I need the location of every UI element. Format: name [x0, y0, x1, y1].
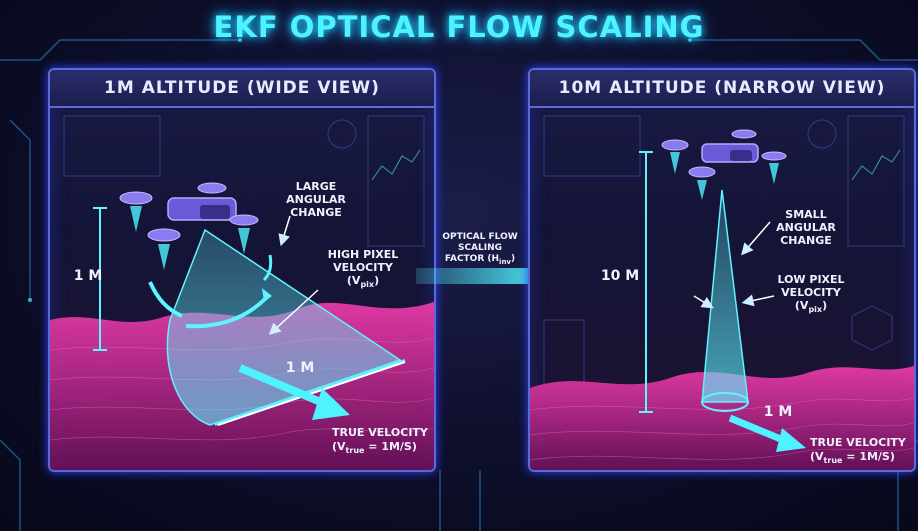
drone-icon	[119, 182, 259, 270]
altitude-label: 10 M	[600, 268, 640, 284]
true-velocity-arrow	[728, 414, 790, 446]
right-panel-title: 10M ALTITUDE (NARROW VIEW)	[530, 70, 914, 108]
left-panel-title: 1M ALTITUDE (WIDE VIEW)	[50, 70, 434, 108]
true-velocity-arrow	[238, 364, 332, 410]
pixel-velocity-label: HIGH PIXEL VELOCITY	[327, 248, 399, 274]
pixel-velocity-symbol: (Vpix)	[794, 299, 828, 315]
pixel-velocity-label: LOW PIXEL VELOCITY	[777, 273, 845, 299]
wide-view-beam	[166, 228, 402, 426]
narrow-view-beam	[701, 189, 749, 403]
true-velocity-label: TRUE VELOCITY	[810, 436, 906, 449]
right-panel: 10M ALTITUDE (NARROW VIEW)	[528, 68, 916, 472]
distance-label: 1 M	[763, 404, 793, 420]
drone-icon	[661, 129, 787, 200]
terrain	[530, 366, 914, 470]
distance-line	[217, 361, 406, 426]
altitude-label: 1 M	[73, 268, 103, 284]
left-panel: 1M ALTITUDE (WIDE VIEW)	[48, 68, 436, 472]
angular-change-label: LARGE ANGULAR CHANGE	[286, 180, 346, 219]
true-velocity-equation: (Vtrue = 1M/S)	[810, 450, 895, 466]
right-scene	[530, 115, 914, 470]
true-velocity-equation: (Vtrue = 1M/S)	[332, 440, 417, 456]
angular-arrow	[148, 281, 183, 318]
pixel-velocity-symbol: (Vpix)	[346, 274, 380, 290]
distance-label: 1 M	[285, 360, 315, 376]
scaling-factor-label: OPTICAL FLOW SCALING FACTOR (Hinv)	[442, 232, 518, 266]
true-velocity-label: TRUE VELOCITY	[332, 426, 428, 439]
page-title: EKF OPTICAL FLOW SCALING	[213, 10, 705, 44]
left-scene	[50, 115, 434, 470]
angular-change-label: SMALL ANGULAR CHANGE	[776, 208, 836, 247]
